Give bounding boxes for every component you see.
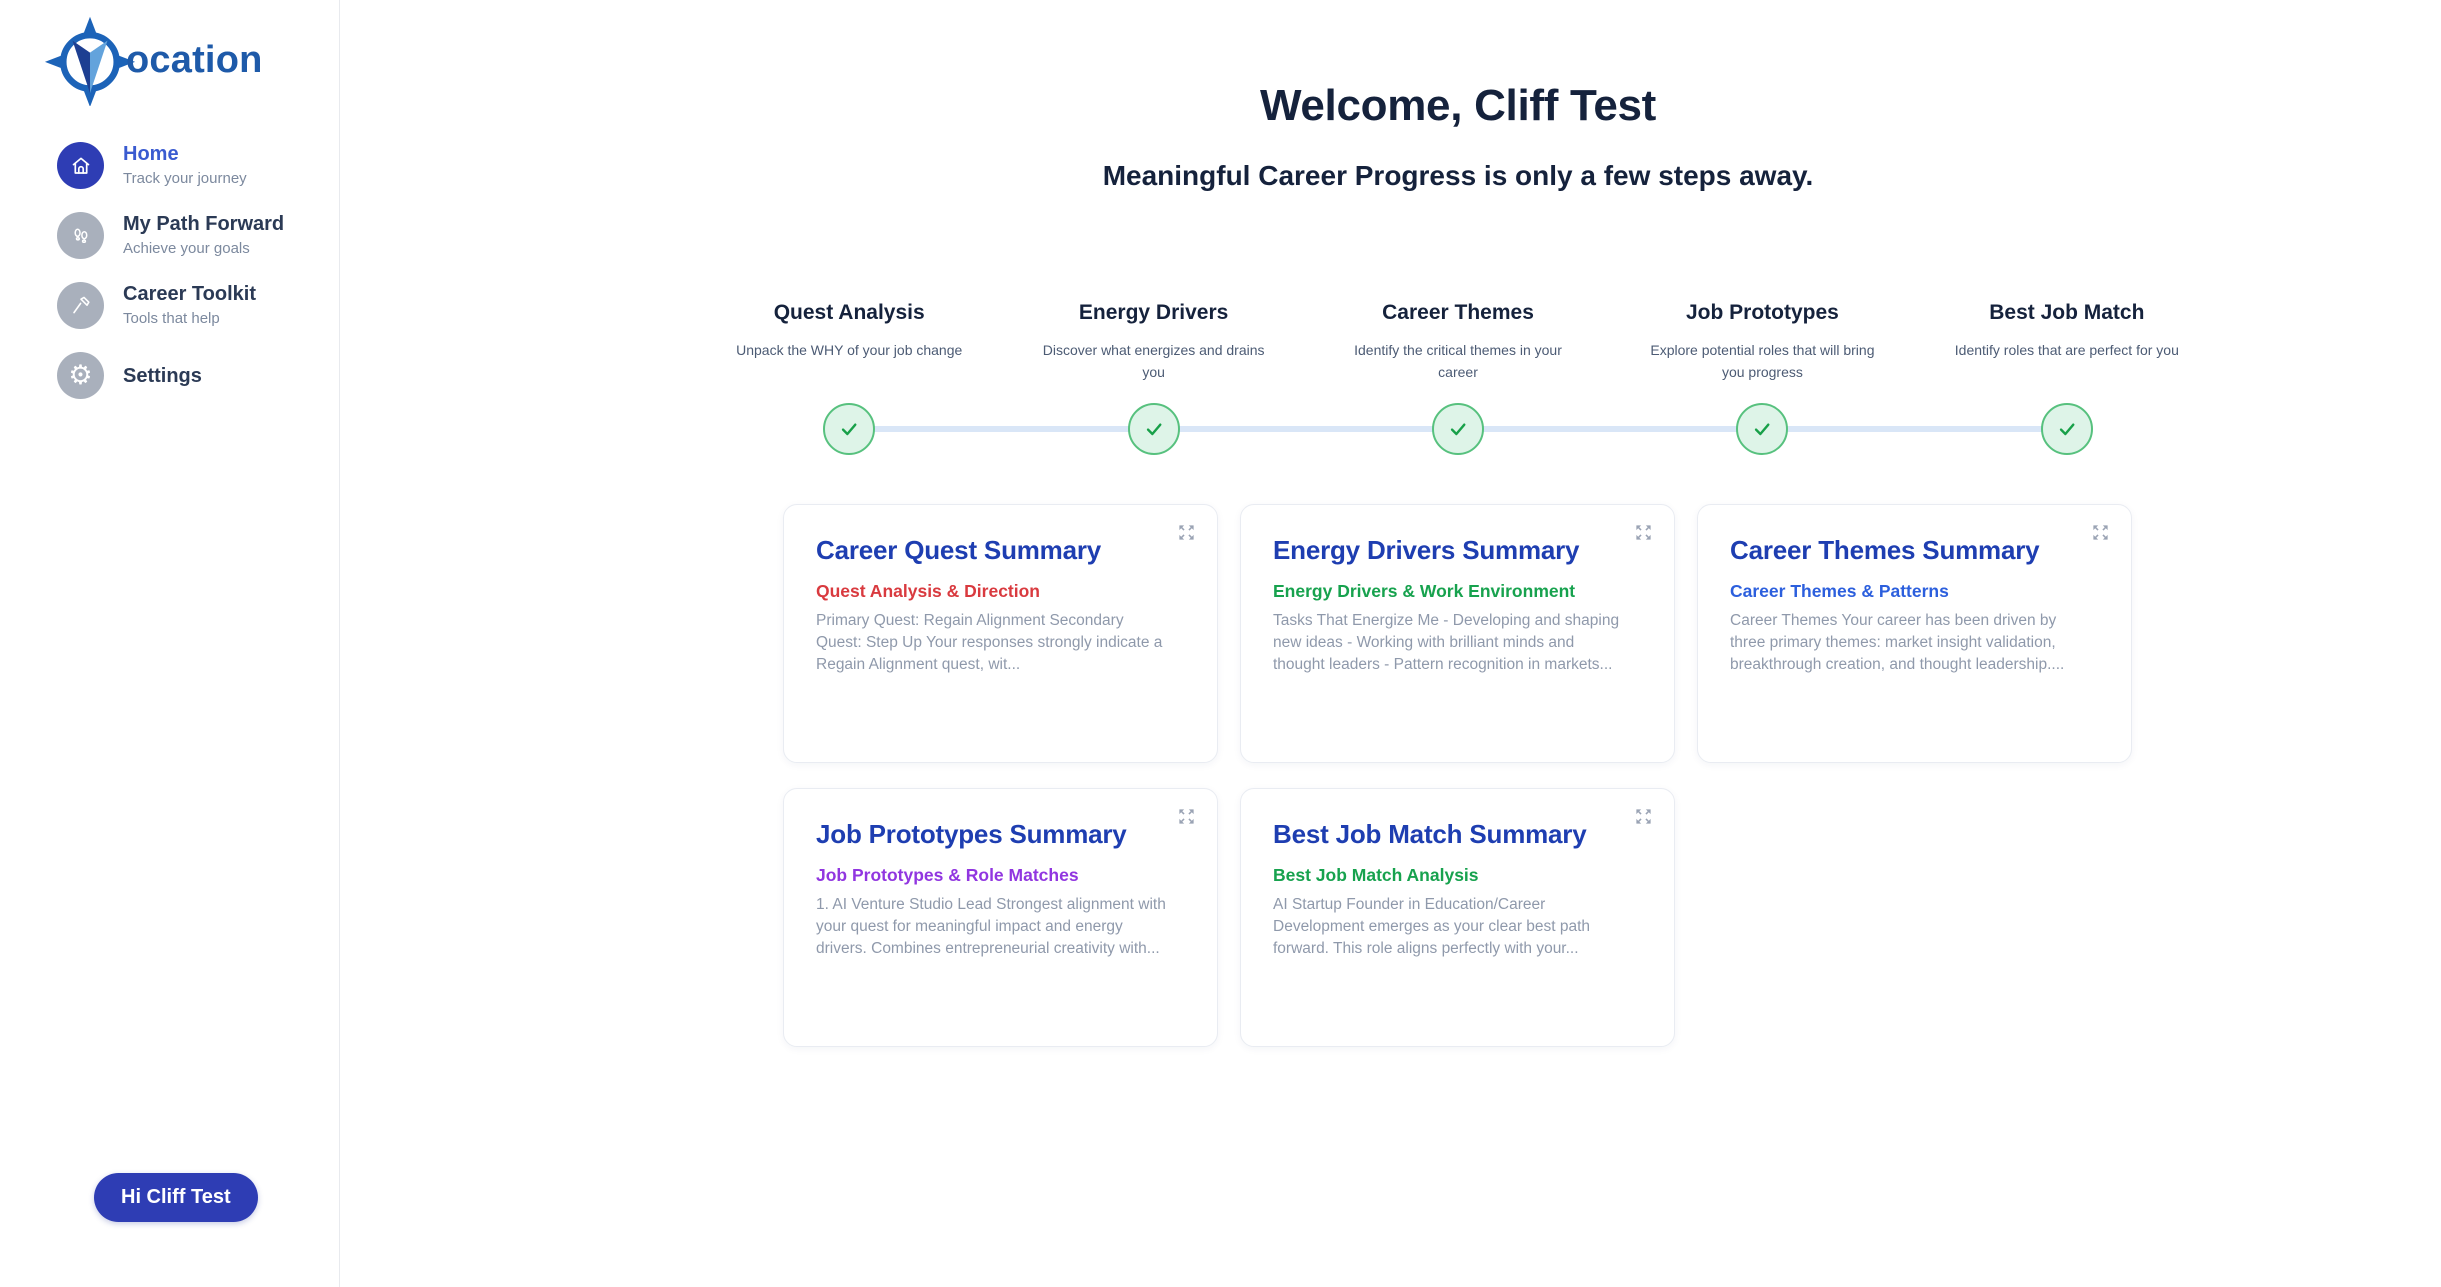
- brand-logo[interactable]: ocation: [0, 0, 339, 106]
- expand-icon[interactable]: [1632, 807, 1654, 829]
- step-title: Best Job Match: [1989, 301, 2145, 324]
- sidebar-item-settings[interactable]: ⚙ Settings: [57, 352, 307, 399]
- gear-icon: ⚙: [57, 352, 104, 399]
- home-icon: [57, 142, 104, 189]
- card-subtitle: Job Prototypes & Role Matches: [816, 865, 1079, 885]
- brand-name: ocation: [126, 38, 263, 81]
- sidebar-item-my-path-forward[interactable]: My Path Forward Achieve your goals: [57, 212, 307, 259]
- check-circle-icon: [1127, 403, 1180, 455]
- card-title: Career Themes Summary: [1730, 535, 2040, 565]
- step-title: Career Themes: [1382, 301, 1534, 324]
- check-circle-icon: [2040, 403, 2093, 455]
- expand-icon[interactable]: [1632, 523, 1654, 545]
- expand-icon[interactable]: [2089, 523, 2111, 545]
- compass-logo-icon: [44, 16, 136, 106]
- progress-stepper: Quest Analysis Unpack the WHY of your jo…: [697, 300, 2219, 465]
- nav-sublabel-career-toolkit: Tools that help: [123, 310, 220, 327]
- card-body-text: AI Startup Founder in Education/Career D…: [1273, 896, 1591, 957]
- card-body-text: 1. AI Venture Studio Lead Strongest alig…: [816, 896, 1166, 957]
- card-subtitle: Quest Analysis & Direction: [816, 581, 1040, 601]
- nav-sublabel-home: Track your journey: [123, 170, 247, 187]
- card-subtitle: Best Job Match Analysis: [1273, 865, 1479, 885]
- stepper-step-quest-analysis: Quest Analysis Unpack the WHY of your jo…: [697, 300, 1001, 465]
- step-title: Quest Analysis: [773, 301, 925, 324]
- card-career-themes-summary[interactable]: Career Themes Summary Career Themes & Pa…: [1697, 504, 2132, 763]
- card-title: Career Quest Summary: [816, 535, 1102, 565]
- step-description: Unpack the WHY of your job change: [736, 342, 963, 358]
- card-title: Best Job Match Summary: [1273, 819, 1587, 849]
- stepper-step-job-prototypes: Job Prototypes Explore potential roles t…: [1610, 300, 1914, 465]
- card-energy-drivers-summary[interactable]: Energy Drivers Summary Energy Drivers & …: [1240, 504, 1675, 763]
- nav-sublabel-my-path-forward: Achieve your goals: [123, 240, 250, 257]
- step-title: Energy Drivers: [1078, 301, 1229, 324]
- sidebar-item-career-toolkit[interactable]: Career Toolkit Tools that help: [57, 282, 307, 329]
- expand-icon[interactable]: [1175, 523, 1197, 545]
- step-title: Job Prototypes: [1685, 301, 1839, 324]
- check-circle-icon: [1736, 403, 1789, 455]
- card-subtitle: Energy Drivers & Work Environment: [1273, 581, 1576, 601]
- check-circle-icon: [823, 403, 876, 455]
- sidebar-nav: Home Track your journey My Path Forward …: [0, 142, 339, 399]
- card-subtitle: Career Themes & Patterns: [1730, 581, 1949, 601]
- card-job-prototypes-summary[interactable]: Job Prototypes Summary Job Prototypes & …: [783, 788, 1218, 1047]
- nav-label-home: Home: [123, 143, 179, 165]
- nav-label-settings: Settings: [123, 364, 202, 387]
- card-body-text: Primary Quest: Regain Alignment Secondar…: [816, 612, 1163, 673]
- expand-icon[interactable]: [1175, 807, 1197, 829]
- sidebar-item-home[interactable]: Home Track your journey: [57, 142, 307, 189]
- main-content: Welcome, Cliff Test Meaningful Career Pr…: [597, 0, 2319, 1287]
- card-body-text: Career Themes Your career has been drive…: [1730, 612, 2065, 673]
- card-title: Job Prototypes Summary: [816, 819, 1127, 849]
- page-subtitle: Meaningful Career Progress is only a few…: [1102, 159, 1814, 191]
- nav-label-career-toolkit: Career Toolkit: [123, 283, 256, 305]
- step-description: Identify roles that are perfect for you: [1954, 342, 2179, 358]
- step-description: Explore potential roles that will bring …: [1650, 342, 1875, 380]
- stepper-step-energy-drivers: Energy Drivers Discover what energizes a…: [1001, 300, 1305, 465]
- sidebar: ocation Home Track your journey: [0, 0, 340, 1287]
- gear-glyph: ⚙: [68, 360, 93, 391]
- summary-cards-grid: Career Quest Summary Quest Analysis & Di…: [783, 504, 2132, 1047]
- card-career-quest-summary[interactable]: Career Quest Summary Quest Analysis & Di…: [783, 504, 1218, 763]
- nav-label-my-path-forward: My Path Forward: [123, 213, 285, 235]
- footsteps-icon: [57, 212, 104, 259]
- card-body-text: Tasks That Energize Me - Developing and …: [1273, 612, 1620, 673]
- step-description: Discover what energizes and drains you: [1042, 342, 1265, 380]
- user-greeting-button[interactable]: Hi Cliff Test: [94, 1173, 258, 1222]
- stepper-step-career-themes: Career Themes Identify the critical them…: [1306, 300, 1610, 465]
- card-best-job-match-summary[interactable]: Best Job Match Summary Best Job Match An…: [1240, 788, 1675, 1047]
- check-circle-icon: [1432, 403, 1485, 455]
- page-title: Welcome, Cliff Test: [1259, 81, 1657, 130]
- stepper-step-best-job-match: Best Job Match Identify roles that are p…: [1915, 300, 2219, 465]
- hammer-icon: [57, 282, 104, 329]
- card-title: Energy Drivers Summary: [1273, 535, 1580, 565]
- step-description: Identify the critical themes in your car…: [1354, 342, 1562, 380]
